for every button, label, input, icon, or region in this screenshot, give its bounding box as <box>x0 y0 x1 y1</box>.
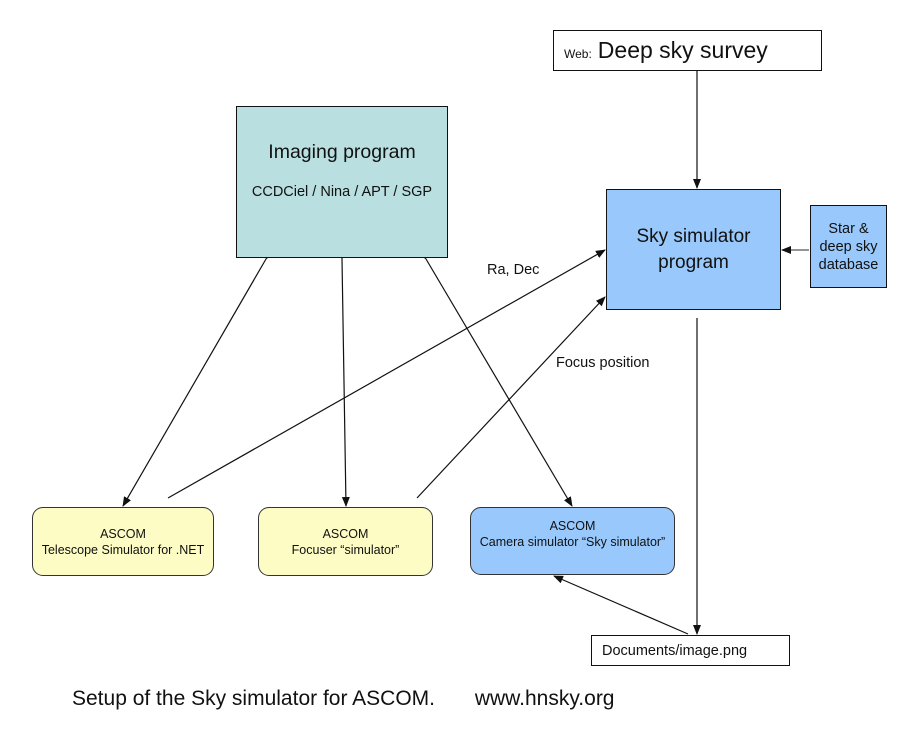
sky-simulator-line1: Sky simulator <box>636 225 751 247</box>
focuser-line2: Focuser “simulator” <box>291 542 400 557</box>
telescope-line1: ASCOM <box>100 526 146 541</box>
caption: Setup of the Sky simulator for ASCOM. ww… <box>72 687 615 711</box>
sky-simulator-box: Sky simulator program <box>606 189 781 310</box>
caption-url[interactable]: www.hnsky.org <box>474 687 615 710</box>
arrow-imaging-camera <box>417 249 573 507</box>
database-line2: deep sky <box>819 238 878 255</box>
deep-sky-survey-title: Deep sky survey <box>597 37 768 63</box>
output-file-label: Documents/image.png <box>602 642 748 659</box>
imaging-program-box: Imaging program CCDCiel / Nina / APT / S… <box>236 106 448 258</box>
imaging-program-subtitle: CCDCiel / Nina / APT / SGP <box>251 184 433 200</box>
focuser-simulator-box: ASCOM Focuser “simulator” <box>258 507 433 576</box>
arrow-imaging-focuser <box>337 249 350 507</box>
arrow-telescope-sky <box>167 249 606 499</box>
caption-text: Setup of the Sky simulator for ASCOM. <box>72 687 435 710</box>
database-line3: database <box>818 256 879 273</box>
arrow-focuser-sky <box>416 296 606 499</box>
sky-simulator-line2: program <box>658 251 729 273</box>
arrow-imaging-telescope <box>122 249 274 507</box>
output-file-box: Documents/image.png <box>591 635 790 666</box>
camera-simulator-box: ASCOM Camera simulator “Sky simulator” <box>470 507 675 575</box>
arrow-file-camera <box>553 575 689 635</box>
camera-line2: Camera simulator “Sky simulator” <box>479 535 666 549</box>
focuser-line1: ASCOM <box>322 526 369 541</box>
ra-dec-label: Ra, Dec <box>487 262 540 278</box>
star-database-box: Star & deep sky database <box>810 205 887 288</box>
telescope-simulator-box: ASCOM Telescope Simulator for .NET <box>32 507 214 576</box>
telescope-line2: Telescope Simulator for .NET <box>41 542 205 557</box>
web-prefix: Web: <box>564 46 592 61</box>
focus-position-label: Focus position <box>556 355 650 371</box>
imaging-program-title: Imaging program <box>268 141 416 163</box>
deep-sky-survey-box: Web: Deep sky survey <box>553 30 822 71</box>
database-line1: Star & <box>828 220 869 237</box>
camera-line1: ASCOM <box>549 519 596 533</box>
